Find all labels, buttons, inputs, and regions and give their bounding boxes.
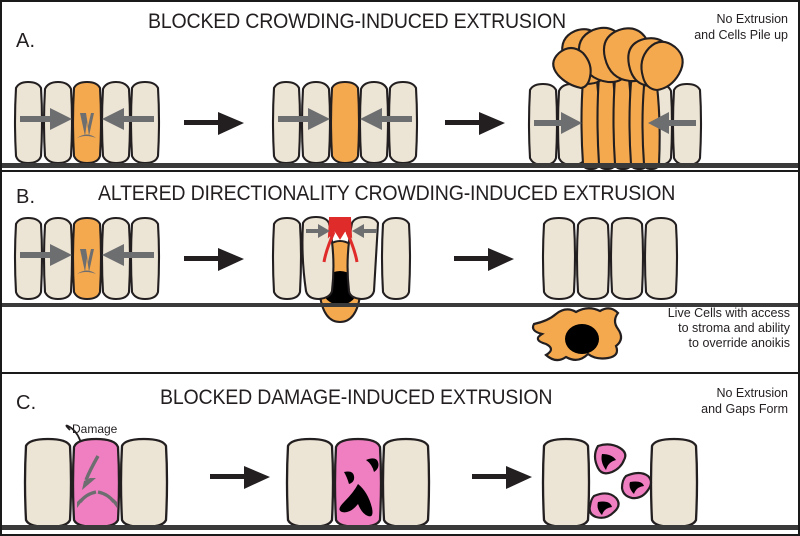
epithelial-cell [541, 437, 591, 529]
epithelial-cell [271, 216, 303, 301]
panel-b-stage-intact-monolayer [540, 216, 700, 304]
epithelial-cell [609, 216, 645, 301]
damage-spread-arrows [77, 455, 117, 508]
panel-c-transition-arrow-1 [210, 464, 272, 492]
epithelial-cell [387, 80, 419, 165]
panel-a-corner-note: No Extrusion and Cells Pile up [694, 12, 788, 43]
panel-c-note-line1: No Extrusion [716, 386, 788, 400]
piled-cell-group [552, 26, 684, 170]
crowded-cell [329, 80, 361, 165]
compression-arrow-right [306, 224, 330, 238]
epithelial-cell [643, 216, 679, 301]
panel-b-note-line3: to override anoikis [688, 336, 790, 350]
epithelial-cell [129, 216, 161, 301]
panel-a: A. BLOCKED CROWDING-INDUCED EXTRUSION No… [2, 2, 798, 172]
crowded-cell [71, 80, 103, 165]
panel-b-transition-arrow-2 [454, 246, 516, 274]
panel-b-note-line2: to stroma and ability [678, 321, 790, 335]
epithelial-cell [575, 216, 611, 301]
damage-label: Damage [72, 422, 118, 436]
epithelial-cell [285, 437, 335, 529]
panel-c-transition-arrow-2 [472, 464, 534, 492]
epithelial-cell [346, 215, 380, 301]
epithelial-cell [23, 437, 73, 529]
panel-b-stage-crowding-start [10, 216, 170, 304]
compression-arrow-right [278, 108, 330, 130]
panel-c-letter: C. [16, 392, 37, 414]
panel-b: B. ALTERED DIRECTIONALITY CROWDING-INDUC… [2, 172, 798, 374]
epithelial-cell [119, 437, 169, 529]
panel-a-transition-arrow-2 [445, 110, 507, 138]
panel-b-basement-membrane [2, 302, 798, 308]
epithelial-cell [649, 437, 699, 529]
nuclear-fragment [339, 484, 373, 517]
compression-arrow-left [648, 112, 696, 134]
compression-arrow-left [102, 244, 154, 266]
panel-a-stage-crowding-start [10, 80, 170, 168]
epithelial-cell-row [13, 80, 161, 165]
panel-c-stage-apoptosis-blocked [284, 424, 464, 532]
compression-arrow-left [352, 224, 377, 238]
compression-arrow-right [534, 112, 582, 134]
compression-arrow-left [102, 108, 154, 130]
panel-a-basement-membrane [2, 162, 798, 170]
actin-ring [322, 217, 359, 263]
migratory-cell-nucleus [565, 324, 599, 354]
crowded-cell [71, 216, 103, 301]
epithelial-cell [381, 437, 431, 529]
panel-a-note-line2: and Cells Pile up [694, 27, 788, 42]
apoptotic-nuclear-fragments [339, 458, 379, 517]
panel-a-transition-arrow-1 [184, 110, 246, 138]
compression-arrow-right [20, 244, 72, 266]
panel-c-stage-damage-applied [22, 424, 202, 532]
panel-a-stage-crowding-blocked [268, 80, 428, 168]
fragment-nucleus [629, 481, 644, 494]
panel-b-transition-arrow-1 [184, 246, 246, 274]
piled-cell-cap [640, 40, 684, 92]
panel-a-letter: A. [16, 30, 36, 52]
epithelial-cell [13, 216, 44, 301]
fragment-nucleus [597, 501, 612, 515]
epithelial-cell [129, 80, 161, 165]
cell-pinch-marker [77, 249, 96, 274]
damaged-cell [71, 437, 121, 529]
panel-a-title: BLOCKED CROWDING-INDUCED EXTRUSION [148, 10, 566, 33]
panel-a-stage-cells-pile-up [526, 24, 706, 170]
apoptotic-debris-group [588, 443, 653, 519]
epithelial-cell [301, 215, 335, 301]
panel-c: C. BLOCKED DAMAGE-INDUCED EXTRUSION No E… [2, 374, 798, 534]
nuclear-fragment [344, 471, 355, 484]
panel-c-note-line2: and Gaps Form [701, 401, 788, 416]
piled-cell-cap [552, 46, 592, 90]
epithelial-cell [271, 80, 302, 165]
panel-b-letter: B. [16, 186, 36, 208]
panel-c-basement-membrane [2, 524, 798, 532]
epithelial-cell [13, 80, 44, 165]
cell-pinch-marker [77, 113, 96, 138]
apoptotic-cell [333, 437, 383, 529]
panel-c-title: BLOCKED DAMAGE-INDUCED EXTRUSION [160, 386, 553, 409]
panel-b-title: ALTERED DIRECTIONALITY CROWDING-INDUCED … [98, 182, 676, 205]
fragment-nucleus [601, 454, 616, 470]
nuclear-fragment [366, 458, 379, 472]
panel-b-side-note: Live Cells with access to stroma and abi… [668, 306, 790, 351]
epithelial-cell [380, 216, 412, 301]
panel-c-stage-gap-forms [541, 424, 722, 532]
compression-arrow-left [360, 108, 412, 130]
panel-b-migratory-cell [524, 307, 644, 370]
panel-c-corner-note: No Extrusion and Gaps Form [701, 386, 788, 417]
panel-a-note-line1: No Extrusion [716, 12, 788, 26]
panel-b-note-line1: Live Cells with access [667, 306, 790, 320]
panel-b-stage-basal-extrusion [268, 215, 448, 336]
compression-arrow-right [20, 108, 72, 130]
epithelial-cell [541, 216, 577, 301]
